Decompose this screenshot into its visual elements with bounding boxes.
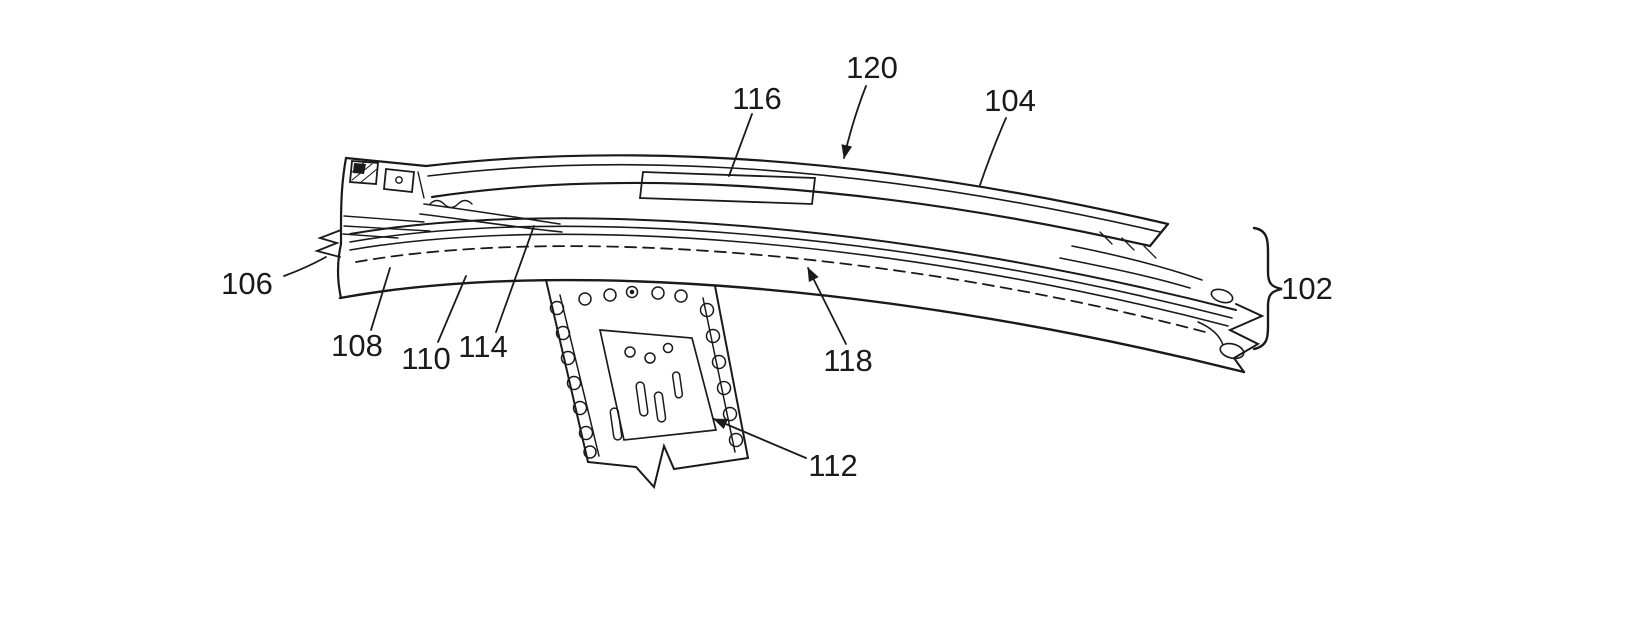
ref-label-118: 118: [823, 343, 873, 378]
leader-104: [979, 117, 1007, 186]
strap-hole: [603, 288, 617, 302]
ref-label-104: 104: [984, 83, 1036, 118]
strap-hole: [722, 406, 738, 422]
leader-120: [841, 85, 867, 159]
strap-hole: [566, 375, 582, 391]
outer-panel-inner-edge: [427, 163, 1161, 233]
laminate-line-2: [349, 225, 1233, 319]
cap-layer-lines: [342, 215, 431, 239]
strap-slot: [653, 391, 667, 423]
cap-seal-block: [349, 160, 379, 185]
strap-hole: [578, 292, 592, 306]
strap-bolt-inner: [629, 289, 635, 295]
mounting-strap-112: [545, 279, 749, 490]
ref-label-110: 110: [401, 341, 451, 376]
ref-label-114: 114: [458, 329, 508, 364]
strap-panel-hole: [624, 346, 636, 358]
left-end-cap: [314, 156, 473, 258]
beam-bottom-edge: [338, 278, 1246, 374]
left-break-symbol: [314, 229, 342, 258]
strap-inner-right-edge: [702, 297, 736, 453]
ref-label-108: 108: [331, 328, 383, 363]
strap-hole: [651, 286, 665, 300]
right-edge-curl-link: [1197, 321, 1224, 346]
strap-hole: [705, 328, 721, 344]
right-edge-curl-lower: [1219, 342, 1245, 360]
ref-label-116: 116: [732, 81, 782, 116]
ref-label-106: 106: [221, 266, 273, 301]
component-box-116: [638, 171, 817, 205]
leader-118: [807, 267, 847, 345]
leader-112: [713, 418, 807, 459]
laminate-line-1: [349, 217, 1237, 311]
strap-bolt-outer: [625, 285, 639, 299]
right-edge-curl-upper: [1210, 288, 1234, 304]
cap-left-edge: [339, 156, 348, 246]
outer-panel-bottom-edge: [430, 181, 1152, 248]
leader-110: [437, 275, 467, 343]
strap-hole: [572, 400, 588, 416]
cap-step-line: [417, 171, 425, 199]
leader-114: [495, 225, 535, 333]
strap-hole: [549, 300, 565, 316]
right-break-symbol: [1227, 303, 1265, 373]
leader-116: [728, 113, 753, 177]
right-end-break: [1197, 288, 1265, 373]
strap-hole: [578, 425, 594, 441]
strap-panel-hole: [644, 352, 656, 364]
ref-label-102: 102: [1281, 271, 1333, 306]
inner-liner-line-2: [419, 213, 563, 233]
leader-106: [283, 256, 327, 277]
laminated-beam: [336, 203, 1246, 374]
strap-hole: [711, 354, 727, 370]
cap-inner-block: [383, 168, 415, 193]
adhesive-dashed-line: [355, 245, 1206, 333]
leader-lines: [283, 85, 1007, 459]
strap-hole: [583, 445, 597, 459]
outer-panel-top-edge: [424, 154, 1170, 226]
strap-hole: [699, 302, 715, 318]
right-wedge-line-2: [1071, 245, 1203, 281]
strap-inner-left-edge: [559, 294, 600, 457]
strap-bottom-edge-with-break: [587, 442, 749, 490]
strap-panel-hole: [662, 342, 674, 354]
brace-102: [1252, 226, 1283, 351]
beam-left-face: [336, 242, 343, 300]
strap-right-edge: [714, 285, 749, 459]
strap-slot: [609, 407, 623, 441]
strap-left-edge: [545, 279, 589, 463]
strap-hole: [555, 325, 571, 341]
right-tip-hatching: [1099, 231, 1157, 259]
ref-label-112: 112: [808, 448, 858, 483]
leader-108: [370, 267, 391, 331]
cap-seal-dark: [353, 163, 366, 174]
outer-panel-left-top: [344, 156, 428, 168]
strap-slot: [635, 381, 649, 417]
laminate-line-3: [349, 233, 1229, 327]
strap-hole: [560, 350, 576, 366]
strap-slot: [671, 371, 684, 399]
strap-inner-panel: [598, 329, 718, 441]
cap-detail-circle: [395, 176, 403, 184]
inner-liner-line-1: [423, 203, 561, 225]
ref-label-120: 120: [846, 50, 898, 85]
strap-hole: [728, 432, 744, 448]
strap-hole: [716, 380, 732, 396]
outer-panel-104: [344, 154, 1170, 259]
right-wedge-line-1: [1059, 257, 1191, 289]
outer-panel-right-tip: [1148, 222, 1170, 248]
strap-hole: [674, 289, 688, 303]
